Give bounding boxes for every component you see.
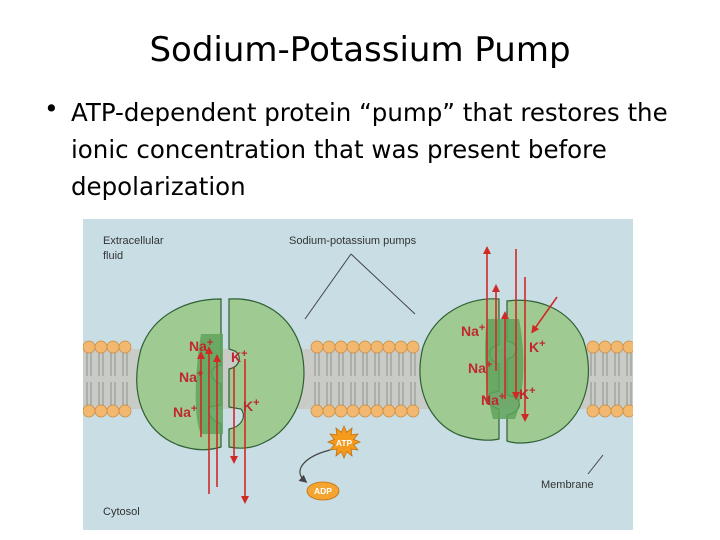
lipid-head: [310, 340, 324, 354]
ion-arrows-left: [197, 346, 249, 504]
adp-label: ADP: [314, 486, 332, 496]
extracellular-fluid-label-line2: fluid: [103, 250, 123, 262]
lipid-head: [622, 340, 633, 354]
lipid-tails: [86, 353, 632, 405]
lipid-head: [346, 404, 360, 418]
pump-left: [136, 298, 305, 451]
lipid-head: [406, 404, 420, 418]
lipid-head: [370, 404, 384, 418]
k-ion-right-1: K+: [529, 338, 546, 355]
pump-label-pointer: [304, 253, 416, 320]
pump-right: [419, 298, 590, 444]
na-ion-left-3: Na+: [173, 403, 197, 420]
lipid-head: [394, 404, 408, 418]
ion-labels-left: Na+ Na+ Na+ K+ K+: [173, 337, 260, 420]
lipid-head: [334, 404, 348, 418]
diagram-canvas: ATP ADP Na+ Na+ Na+ K+ K+ Na+ Na+ Na+ K+…: [83, 219, 633, 530]
lipid-heads-inner: [83, 404, 633, 418]
lipid-head: [310, 404, 324, 418]
k-ion-left-1: K+: [231, 348, 248, 365]
lipid-head: [118, 340, 132, 354]
lipid-head: [106, 340, 120, 354]
lipid-head: [598, 404, 612, 418]
ion-arrows-right: [483, 246, 558, 422]
lipid-head: [370, 340, 384, 354]
atp-starburst: ATP: [326, 424, 362, 460]
bullet-text: ATP-dependent protein “pump” that restor…: [71, 98, 668, 201]
lipid-head: [610, 404, 624, 418]
pump-left-subunit-b: [228, 298, 305, 449]
na-ion-left-2: Na+: [179, 368, 203, 385]
lipid-heads-outer: [83, 340, 633, 354]
lipid-head: [358, 340, 372, 354]
cytosol-label: Cytosol: [103, 506, 140, 518]
extracellular-fluid-label-line1: Extracellular: [103, 235, 164, 247]
k-ion-left-2: K+: [243, 397, 260, 414]
lipid-head: [94, 404, 108, 418]
lipid-head: [346, 340, 360, 354]
ion-labels-right: Na+ Na+ Na+ K+ K+: [461, 322, 546, 408]
lipid-head: [106, 404, 120, 418]
atp-to-adp-arrow: [298, 449, 331, 483]
lipid-head: [382, 340, 396, 354]
lipid-head: [83, 404, 96, 418]
lipid-head: [358, 404, 372, 418]
lipid-head: [382, 404, 396, 418]
slide-title: Sodium-Potassium Pump: [149, 30, 571, 70]
lipid-head: [586, 404, 600, 418]
k-ion-right-2: K+: [519, 385, 536, 402]
adp-oval: ADP: [306, 481, 340, 501]
pumps-label: Sodium-potassium pumps: [289, 235, 417, 247]
na-ion-right-2: Na+: [468, 359, 492, 376]
lipid-head: [586, 340, 600, 354]
lipid-head: [622, 404, 633, 418]
lipid-head: [322, 404, 336, 418]
membrane-label-pointer: [587, 454, 604, 475]
lipid-head: [118, 404, 132, 418]
na-ion-left-1: Na+: [189, 337, 213, 354]
lipid-head: [610, 340, 624, 354]
lipid-head: [598, 340, 612, 354]
lipid-head: [83, 340, 96, 354]
na-ion-right-1: Na+: [461, 322, 485, 339]
atp-label: ATP: [336, 438, 353, 448]
lipid-head: [322, 340, 336, 354]
sodium-potassium-pump-diagram: ATP ADP Na+ Na+ Na+ K+ K+ Na+ Na+ Na+ K+…: [83, 219, 633, 530]
lipid-head: [94, 340, 108, 354]
lipid-head: [406, 340, 420, 354]
lipid-head: [394, 340, 408, 354]
na-ion-right-3: Na+: [481, 391, 505, 408]
membrane-label: Membrane: [541, 479, 594, 491]
bullet-dot-icon: •: [44, 94, 59, 123]
lipid-head: [334, 340, 348, 354]
